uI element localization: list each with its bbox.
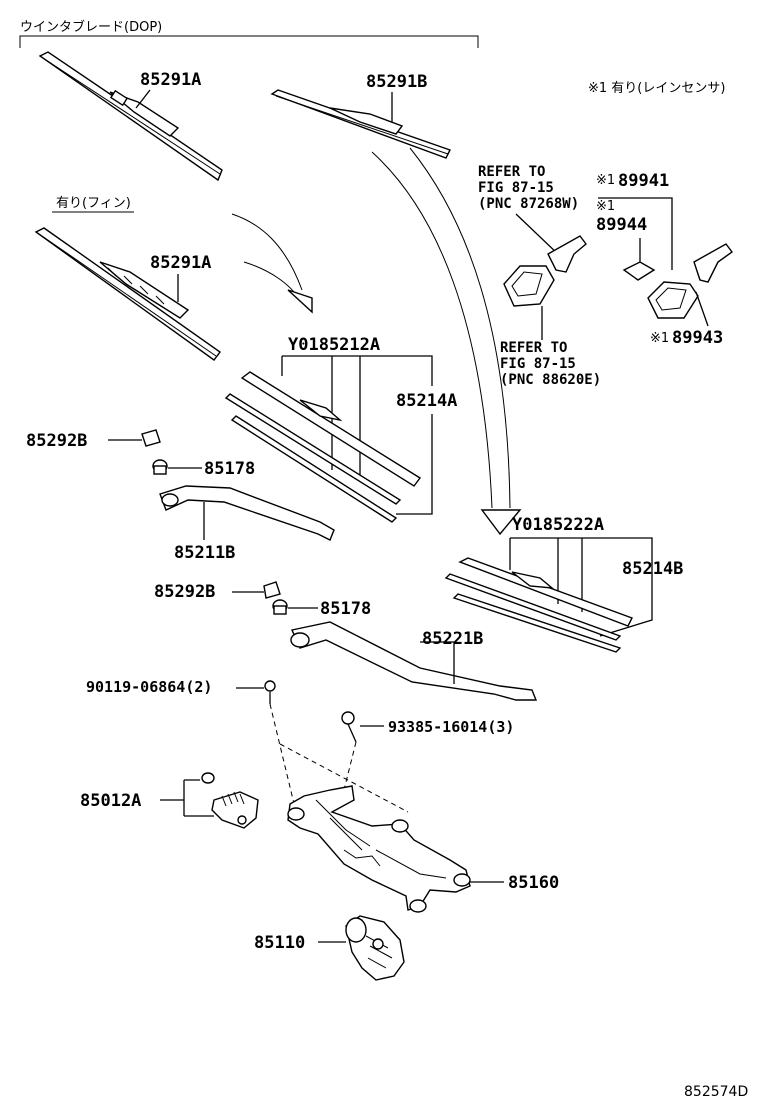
wiper-blade-85291b[interactable]: [270, 89, 451, 159]
label-y0185212a: Y0185212A: [288, 335, 380, 355]
rain-sensor-89943[interactable]: [647, 281, 699, 319]
label-89941: 89941: [618, 171, 669, 191]
dashed-guide: [269, 703, 297, 813]
bolt-90119-06864[interactable]: [264, 680, 276, 704]
leader: [420, 641, 455, 684]
label-85178-upper: 85178: [204, 459, 255, 479]
leader: [135, 89, 151, 109]
label-85178-lower: 85178: [320, 599, 371, 619]
label-90119-06864: 90119-06864(2): [86, 678, 212, 696]
diagram-code: 852574D: [684, 1084, 748, 1100]
bracket: [598, 197, 673, 270]
cap-85292b-upper[interactable]: [141, 429, 161, 447]
mark-89944: ※1: [596, 199, 615, 214]
wiper-blade-85291a-fin[interactable]: [34, 227, 221, 361]
bolt-93385-16014[interactable]: [341, 711, 357, 743]
arrow-curve-1b: [243, 261, 301, 301]
label-89944: 89944: [596, 215, 647, 235]
label-85291a-top: 85291A: [140, 70, 201, 90]
group-label: ウインタブレード(DOP): [20, 19, 162, 35]
label-93385-16014: 93385-16014(3): [388, 718, 514, 736]
mark-89943: ※1: [650, 331, 669, 346]
ref2-line3: (PNC 88620E): [500, 372, 601, 388]
refill-rubber-b[interactable]: [444, 557, 633, 653]
sensor-cover-89941[interactable]: [693, 243, 733, 283]
nut-85178-lower[interactable]: [272, 599, 288, 615]
bracket: [396, 414, 433, 515]
ref2-line2: FIG 87-15: [500, 356, 576, 372]
bracket: [509, 537, 653, 637]
label-85214a: 85214A: [396, 391, 457, 411]
wiper-arm-85211b[interactable]: [159, 485, 335, 541]
label-85291b: 85291B: [366, 72, 427, 92]
mark-89941: ※1: [596, 173, 615, 188]
refill-rubber-a[interactable]: [224, 371, 422, 523]
dashed-guide: [279, 743, 409, 813]
wiper-motor-85110[interactable]: [345, 915, 405, 981]
label-85214b: 85214B: [622, 559, 683, 579]
leader: [515, 213, 561, 257]
label-y0185222a: Y0185222A: [512, 515, 604, 535]
sensor-cover-87268w[interactable]: [547, 235, 587, 273]
label-85292b-lower: 85292B: [154, 582, 215, 602]
label-85012a: 85012A: [80, 791, 141, 811]
fin-label: 有り(フィン): [56, 196, 131, 211]
arrow-curve-2b: [409, 147, 511, 509]
label-85211b: 85211B: [174, 543, 235, 563]
bracket: [281, 355, 433, 386]
label-85110: 85110: [254, 933, 305, 953]
linkage-85160[interactable]: [287, 785, 471, 913]
dashed-guide: [343, 741, 357, 791]
arrow-head-1: [287, 289, 313, 314]
cap-85292b-lower[interactable]: [263, 581, 281, 599]
group-bracket: [19, 35, 479, 48]
bracket: [160, 779, 214, 817]
arrow-curve-2: [371, 151, 493, 509]
ref1-line3: (PNC 87268W): [478, 196, 579, 212]
label-85291a-fin: 85291A: [150, 253, 211, 273]
label-89943: 89943: [672, 328, 723, 348]
arrow-head-2: [480, 509, 522, 536]
sensor-note: ※1 有り(レインセンサ): [588, 81, 725, 96]
label-85160: 85160: [508, 873, 559, 893]
arrow-curve-1: [231, 213, 303, 291]
label-85221b: 85221B: [422, 629, 483, 649]
crank-85012a[interactable]: [201, 772, 259, 829]
leader: [695, 291, 709, 327]
ref2-line1: REFER TO: [500, 340, 567, 356]
ref1-line1: REFER TO: [478, 164, 545, 180]
ref1-line2: FIG 87-15: [478, 180, 554, 196]
wiper-blade-85291a-top[interactable]: [38, 51, 223, 182]
wiper-arm-85221b[interactable]: [290, 621, 538, 701]
label-85292b-upper: 85292B: [26, 431, 87, 451]
sensor-pad-89944[interactable]: [622, 261, 656, 281]
rain-sensor-88620e[interactable]: [503, 265, 555, 307]
nut-85178-upper[interactable]: [152, 459, 168, 475]
